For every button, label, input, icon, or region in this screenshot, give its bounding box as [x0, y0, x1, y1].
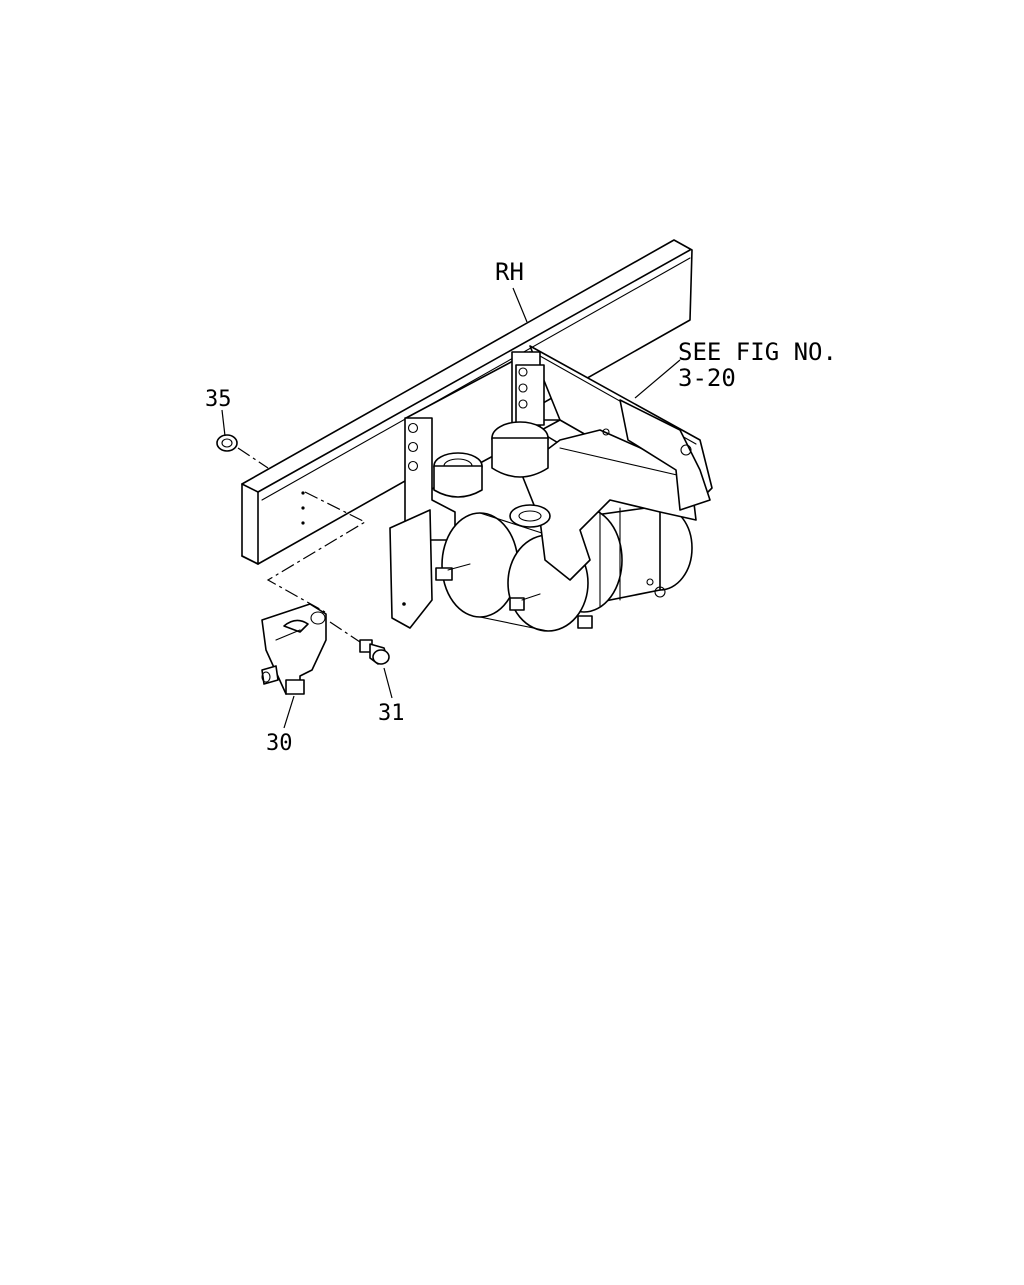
part-30-label: 30 [266, 731, 293, 756]
nut-icon [216, 434, 238, 452]
suspension-assembly [389, 345, 713, 632]
part-35-label: 35 [205, 387, 232, 412]
rh-leader [512, 287, 528, 323]
see-fig-label: SEE FIG NO. [678, 338, 837, 366]
bolt-icon [359, 639, 390, 665]
see-fig-number: 3-20 [678, 364, 736, 392]
part-31-leader [383, 667, 393, 699]
rh-label: RH [495, 258, 524, 286]
part-35-leader [221, 409, 226, 437]
valve-icon [261, 603, 327, 695]
see-fig-leader [634, 359, 681, 399]
part-31-label: 31 [378, 701, 405, 726]
part-30-leader [283, 695, 295, 729]
